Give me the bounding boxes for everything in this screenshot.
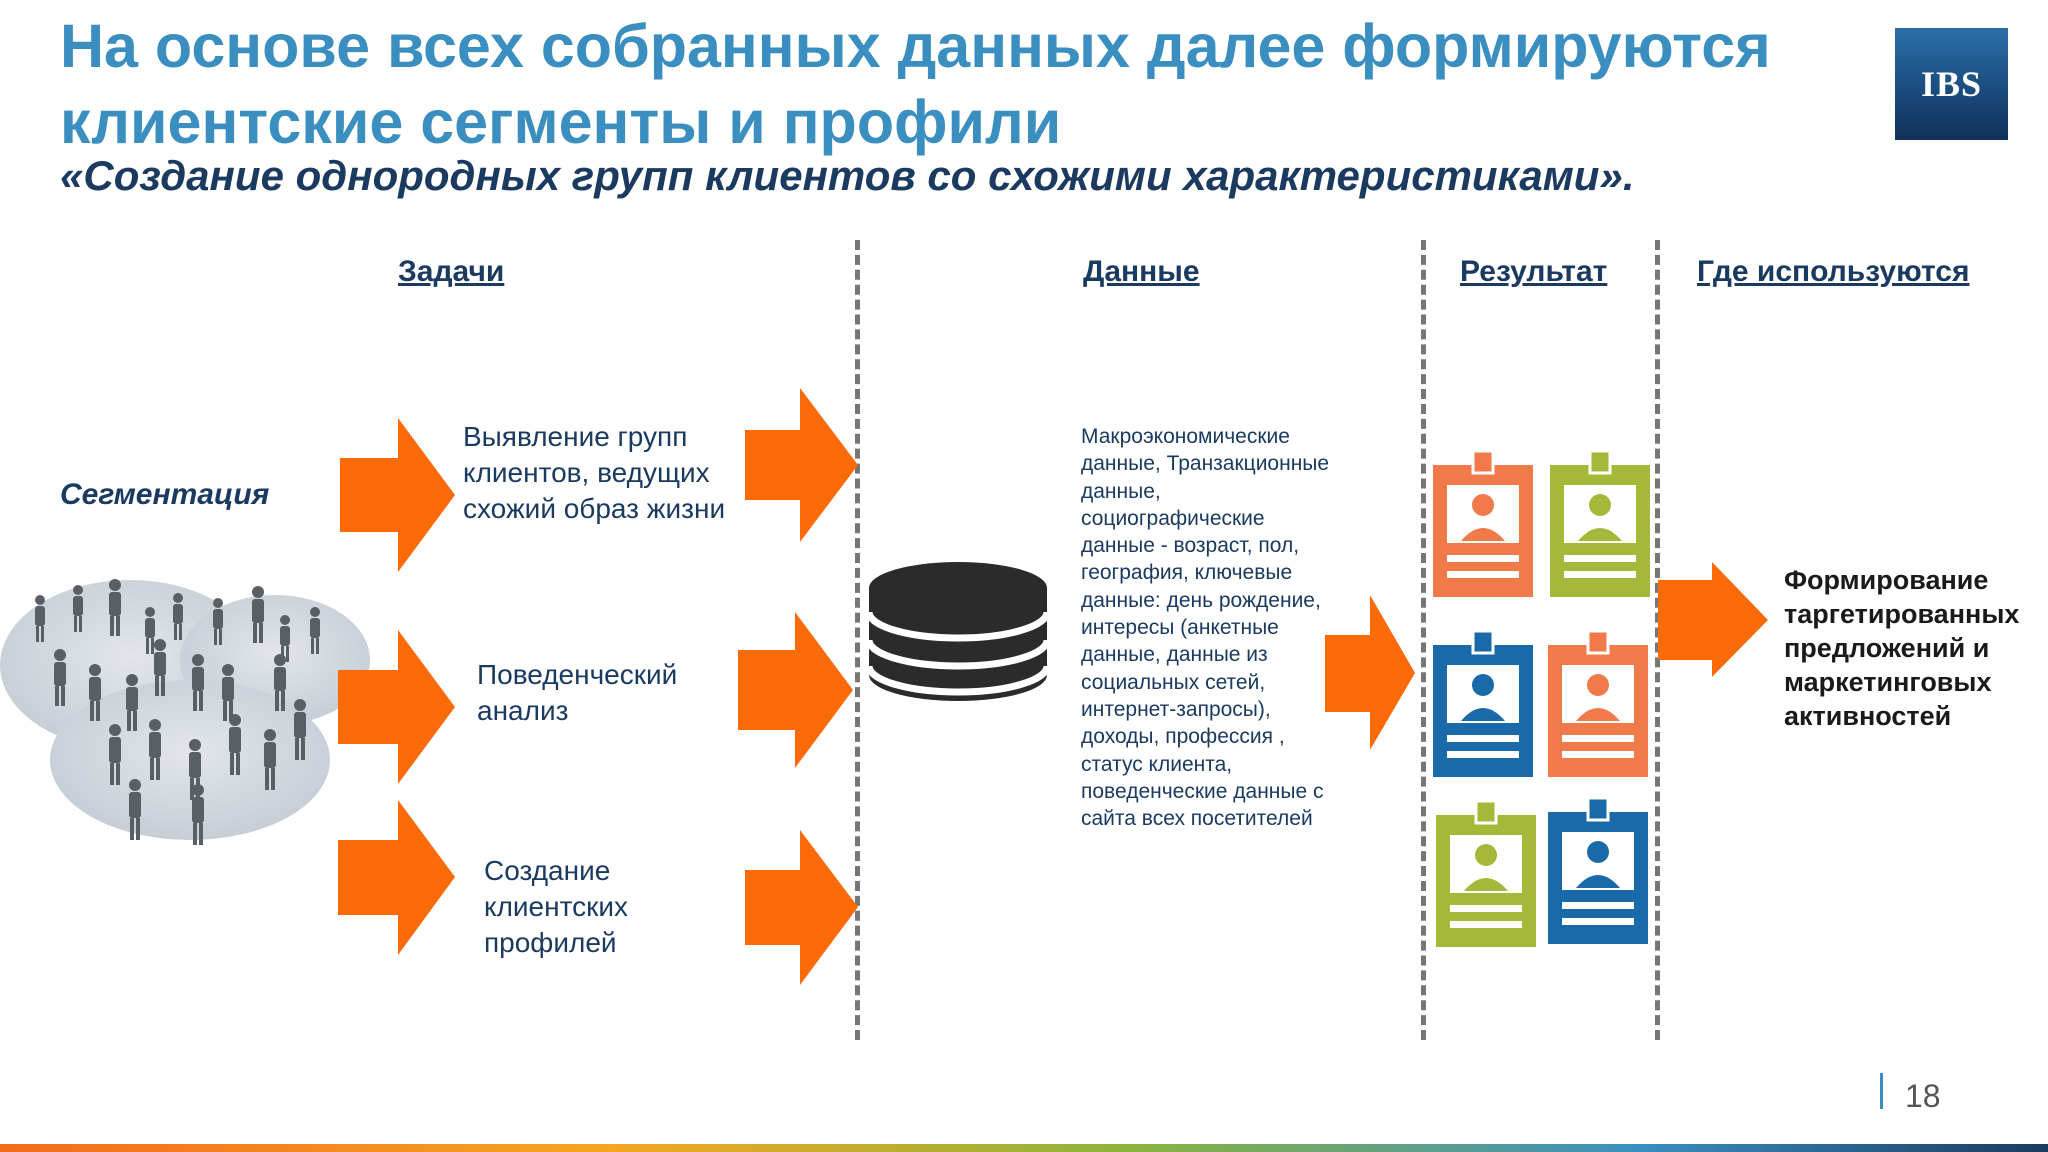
id-badge-orange (1548, 629, 1648, 777)
page-number-divider (1880, 1073, 1883, 1109)
slide-title: На основе всех собранных данных далее фо… (60, 12, 1771, 156)
id-badge-blue (1548, 796, 1648, 944)
column-header-usage: Где используются (1697, 255, 1970, 288)
segmentation-label: Сегментация (60, 478, 270, 511)
page-number: 18 (1905, 1078, 1941, 1114)
column-header-data: Данные (1083, 255, 1200, 288)
arrow-task-3-out (745, 830, 858, 985)
separator-line-1 (855, 240, 860, 1040)
separator-line-3 (1655, 240, 1660, 1040)
id-badge-green (1550, 449, 1650, 597)
arrow-task-2-out (738, 612, 853, 768)
task-text-1: Выявление групп клиентов, ведущих схожий… (463, 421, 726, 524)
arrow-task-3-in (338, 800, 455, 955)
people-crowd-image (0, 579, 370, 845)
column-header-result: Результат (1460, 255, 1608, 288)
slide-subtitle: «Создание однородных групп клиентов со с… (60, 152, 1635, 199)
arrow-result-to-usage (1658, 562, 1768, 677)
data-description: Макроэкономические данные, Транзакционны… (1081, 425, 1330, 831)
arrow-task-2-in (338, 630, 455, 784)
database-icon (865, 562, 1051, 701)
id-badge-green (1436, 799, 1536, 947)
ibs-logo: IBS (1895, 28, 2008, 140)
task-text-2: Поведенческий анализ (477, 659, 678, 726)
task-text-3: Создание клиентских профилей (484, 855, 628, 958)
footer-color-bar (0, 1144, 2048, 1152)
column-header-tasks: Задачи (398, 255, 505, 288)
separator-line-2 (1421, 240, 1426, 1040)
arrow-task-1-out (745, 388, 858, 542)
usage-text: Формирование таргетированных предложений… (1784, 565, 2020, 731)
arrow-task-1-in (340, 418, 455, 572)
id-badge-blue (1433, 629, 1533, 777)
arrow-data-to-result (1325, 595, 1415, 750)
id-badge-orange (1433, 449, 1533, 597)
